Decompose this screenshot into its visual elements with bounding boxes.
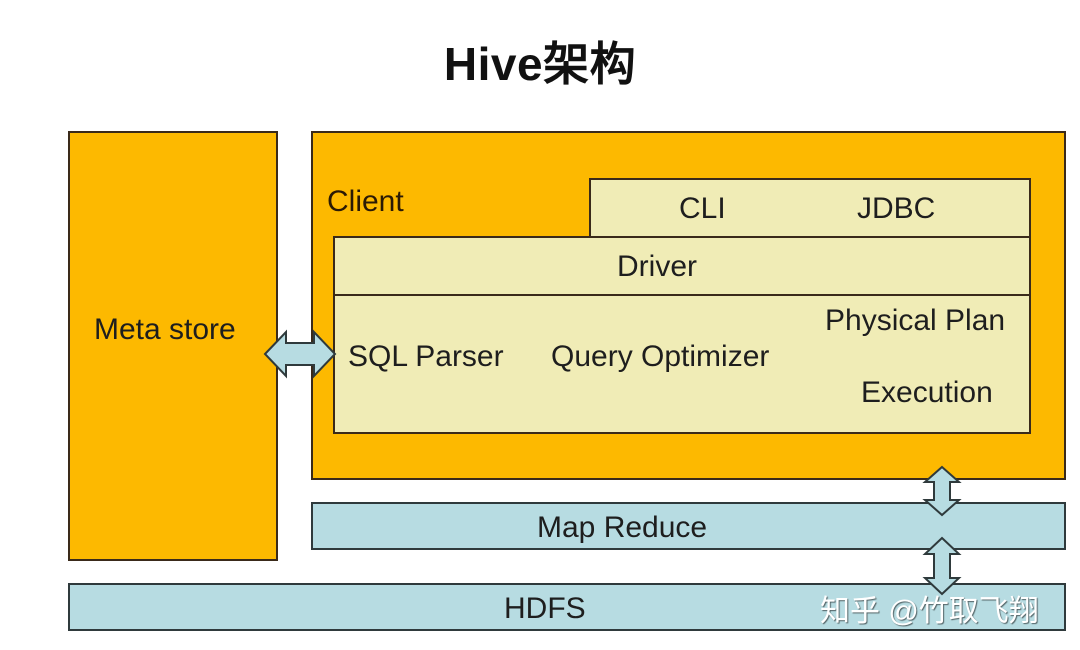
meta-store-box: Meta store bbox=[68, 131, 278, 561]
cli-jdbc-box: CLI JDBC bbox=[589, 178, 1031, 238]
hdfs-box: HDFS bbox=[68, 583, 1066, 631]
cli-label: CLI bbox=[679, 192, 726, 225]
diagram-title: Hive架构 bbox=[443, 38, 637, 90]
watermark: 知乎 @竹取飞翔 bbox=[820, 595, 1039, 628]
sql-parser-label: SQL Parser bbox=[348, 340, 504, 373]
driver-label: Driver bbox=[617, 250, 697, 283]
hdfs-label: HDFS bbox=[504, 592, 586, 625]
driver-components-box: SQL Parser Query Optimizer Physical Plan… bbox=[333, 294, 1031, 434]
execution-label: Execution bbox=[861, 376, 993, 409]
query-optimizer-label: Query Optimizer bbox=[551, 340, 770, 373]
client-label: Client bbox=[327, 185, 404, 218]
map-reduce-label: Map Reduce bbox=[537, 511, 708, 544]
meta-store-label: Meta store bbox=[94, 313, 236, 346]
driver-box: Driver bbox=[333, 236, 1031, 296]
bidirectional-arrow-icon bbox=[922, 465, 962, 517]
physical-plan-label: Physical Plan bbox=[825, 304, 1006, 337]
bidirectional-arrow-icon bbox=[263, 329, 337, 379]
jdbc-label: JDBC bbox=[857, 192, 936, 225]
bidirectional-arrow-icon bbox=[922, 536, 962, 596]
